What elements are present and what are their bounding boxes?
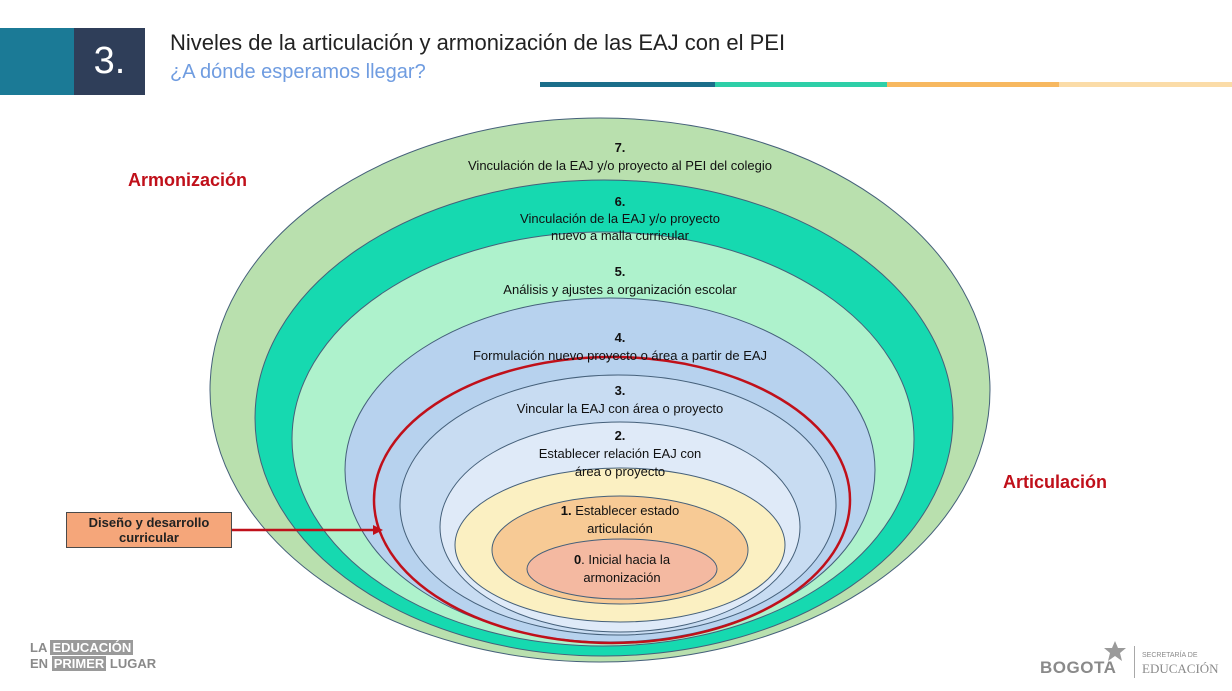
level-3-text: Vincular la EAJ con área o proyecto bbox=[517, 401, 723, 416]
header-stripe-2 bbox=[715, 82, 887, 87]
bogota-star-icon bbox=[1104, 641, 1126, 661]
callout-line-2: curricular bbox=[119, 530, 179, 545]
section-number: 3. bbox=[93, 40, 126, 82]
level-6-text-line2: nuevo a malla curricular bbox=[551, 228, 690, 243]
callout-line-1: Diseño y desarrollo bbox=[88, 515, 210, 530]
highlight-ring bbox=[372, 355, 852, 645]
header-stripe-3 bbox=[887, 82, 1059, 87]
bogota-secretaria-logo: BOGOTA SECRETARÍA DE EDUCACIÓN bbox=[1040, 640, 1220, 680]
page-title: Niveles de la articulación y armonizació… bbox=[170, 30, 786, 55]
level-0-inner-ellipse bbox=[526, 538, 718, 600]
logo-left-prefix: LA bbox=[30, 640, 47, 655]
level-0-text: . Inicial hacia la bbox=[581, 552, 671, 567]
logo-right-small: SECRETARÍA DE bbox=[1142, 652, 1198, 659]
logo-left-word3: LUGAR bbox=[109, 656, 157, 671]
section-number-box bbox=[74, 28, 145, 95]
level-1-text-line1: 1. Establecer estado bbox=[561, 503, 680, 518]
callout-arrow-head bbox=[373, 525, 383, 535]
level-5-number: 5. bbox=[615, 264, 626, 279]
articulacion-label: Articulación bbox=[1003, 472, 1108, 492]
level-6-text-line1: Vinculación de la EAJ y/o proyecto bbox=[520, 211, 720, 226]
logo-divider bbox=[1134, 646, 1135, 678]
level-1-text-line2: articulación bbox=[587, 521, 653, 536]
level-3-number: 3. bbox=[615, 383, 626, 398]
header-stripe-1 bbox=[540, 82, 715, 87]
level-6-number: 6. bbox=[615, 194, 626, 209]
logo-left-word2: PRIMER bbox=[51, 656, 107, 671]
level-2-text-line1: Establecer relación EAJ con bbox=[539, 446, 702, 461]
logo-right-dept: EDUCACIÓN bbox=[1142, 661, 1219, 676]
level-7-number: 7. bbox=[615, 140, 626, 155]
level-2-number: 2. bbox=[615, 428, 626, 443]
level-4-number: 4. bbox=[615, 330, 626, 345]
curriculum-callout-box: Diseño y desarrollo curricular bbox=[66, 512, 232, 548]
level-0-text-line2: armonización bbox=[583, 570, 660, 585]
page-subtitle: ¿A dónde esperamos llegar? bbox=[170, 61, 426, 83]
level-0-text-line1: 0. Inicial hacia la bbox=[574, 552, 671, 567]
armonizacion-label: Armonización bbox=[128, 170, 248, 190]
logo-left-prefix2: EN bbox=[30, 656, 49, 671]
header-stripe-4 bbox=[1059, 82, 1232, 87]
level-5-text: Análisis y ajustes a organización escola… bbox=[503, 282, 737, 297]
logo-right-city: BOGOTA bbox=[1040, 658, 1117, 677]
logo-left-word1: EDUCACIÓN bbox=[50, 640, 134, 655]
level-0-number: 0 bbox=[574, 552, 581, 567]
level-1-number: 1. bbox=[561, 503, 572, 518]
level-7-text: Vinculación de la EAJ y/o proyecto al PE… bbox=[468, 158, 772, 173]
level-4-text: Formulación nuevo proyecto o área a part… bbox=[473, 348, 767, 363]
level-2-text-line2: área o proyecto bbox=[575, 464, 665, 479]
level-1-text: Establecer estado bbox=[575, 503, 679, 518]
educacion-primer-lugar-logo: LA EDUCACIÓN EN PRIMER LUGAR bbox=[30, 640, 156, 672]
